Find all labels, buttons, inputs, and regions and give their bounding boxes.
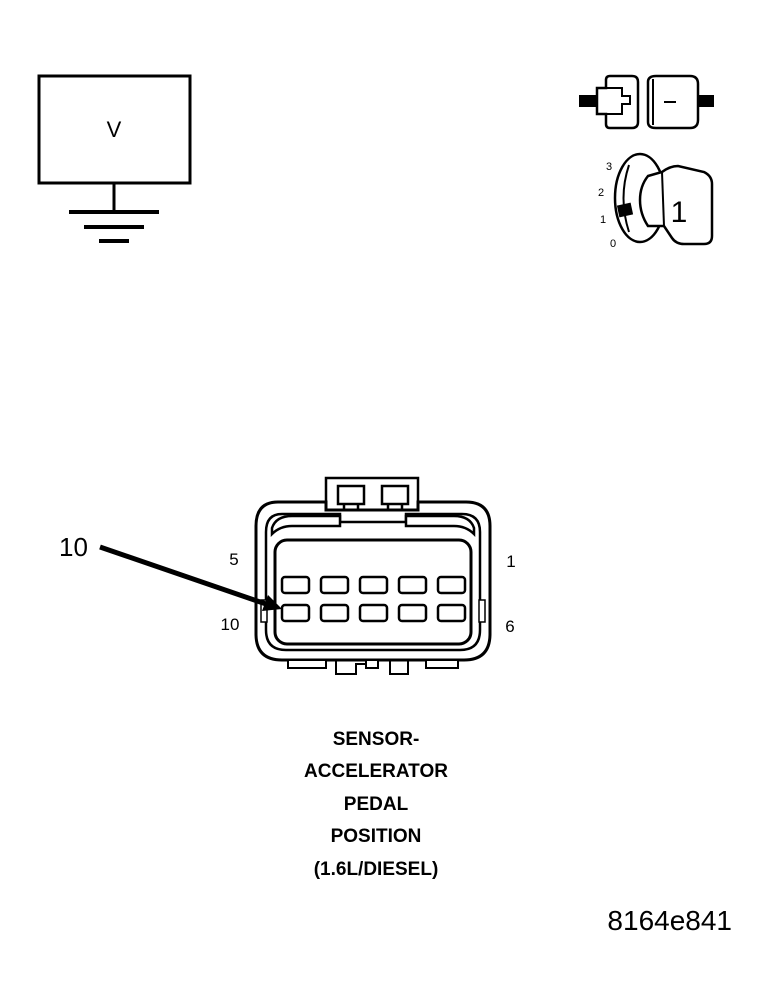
callout-arrow bbox=[99, 544, 282, 611]
ignition-position-3: 3 bbox=[606, 161, 612, 173]
ground-icon bbox=[69, 183, 159, 243]
title-line-4: POSITION bbox=[331, 826, 422, 847]
connector-pin-cavities bbox=[280, 575, 467, 623]
pin-cavity bbox=[319, 603, 350, 623]
pin-cavity bbox=[358, 575, 389, 595]
title-line-3: PEDAL bbox=[344, 794, 409, 815]
pin-label-top-right: 1 bbox=[506, 552, 515, 571]
title-line-2: ACCELERATOR bbox=[304, 761, 448, 782]
figure-id: 8164e841 bbox=[607, 905, 732, 936]
title-line-5: (1.6L/DIESEL) bbox=[314, 859, 439, 880]
component-title: SENSOR- ACCELERATOR PEDAL POSITION (1.6L… bbox=[304, 729, 448, 880]
pin-cavity bbox=[397, 575, 428, 595]
title-line-1: SENSOR- bbox=[333, 729, 420, 750]
pin-cavity bbox=[280, 603, 311, 623]
pin-cavity bbox=[436, 575, 467, 595]
pin-label-bottom-left: 10 bbox=[221, 615, 240, 634]
pin-cavity bbox=[280, 575, 311, 595]
ignition-key-label: 1 bbox=[671, 196, 688, 229]
pin-label-bottom-right: 6 bbox=[505, 617, 514, 636]
pin-cavity bbox=[397, 603, 428, 623]
disconnect-connector-icon bbox=[579, 74, 714, 130]
ignition-position-2: 2 bbox=[598, 187, 604, 199]
pin-cavity bbox=[319, 575, 350, 595]
voltmeter-label: V bbox=[107, 117, 122, 142]
callout-label: 10 bbox=[59, 532, 88, 562]
pin-cavity bbox=[358, 603, 389, 623]
ignition-position-0: 0 bbox=[610, 238, 616, 250]
pin-label-top-left: 5 bbox=[229, 550, 238, 569]
ignition-position-1: 1 bbox=[600, 214, 606, 226]
ignition-switch-icon: 3 2 1 0 1 bbox=[598, 152, 714, 250]
voltmeter-symbol: V bbox=[37, 74, 192, 243]
pin-cavity bbox=[436, 603, 467, 623]
